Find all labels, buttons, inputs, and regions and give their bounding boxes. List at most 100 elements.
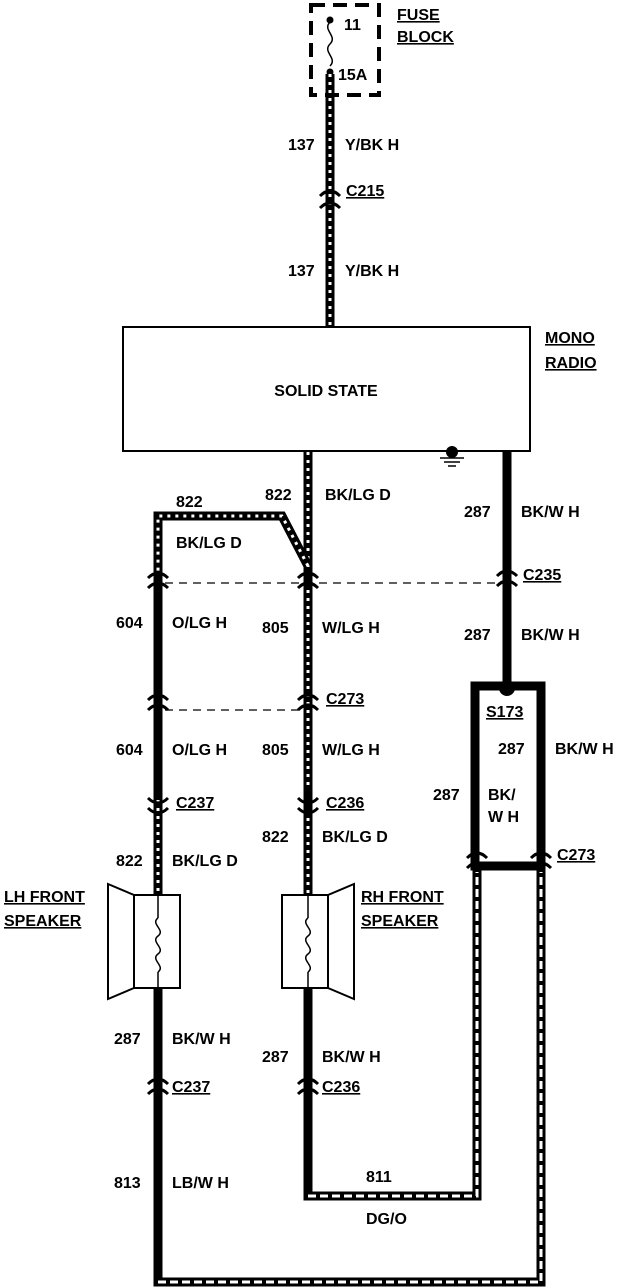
rh-speaker-label-1: RH FRONT [361, 889, 444, 906]
c235-connector-upper [495, 569, 519, 578]
rh-c273-lower [296, 703, 320, 712]
rh-speaker-label-2: SPEAKER [361, 913, 439, 930]
mono-radio: SOLID STATE MONO RADIO [122, 326, 597, 467]
rh-c235-lower [296, 581, 320, 590]
wire-287-color-mid: BK/W H [521, 627, 580, 644]
c236-bottom-upper [296, 1077, 320, 1086]
fuse-block-outline [309, 3, 381, 97]
wire-805: 805 W/LG H C273 805 W/LG H C236 822 BK/L… [262, 571, 388, 895]
wire-822-rh-color: BK/LG D [322, 829, 388, 846]
wire-287-lh-num: 287 [114, 1031, 141, 1048]
lh-speaker-label-1: LH FRONT [4, 889, 85, 906]
c237-top-lower [146, 806, 170, 815]
wire-604-num-a: 604 [116, 615, 143, 632]
c273-right-upper-b [529, 851, 553, 860]
fuse-element-icon [327, 21, 333, 67]
rh-c273-upper [296, 693, 320, 702]
lh-speaker-icon: LH FRONT SPEAKER [4, 882, 181, 1001]
c236-top-lower [296, 806, 320, 815]
c215-connector-upper [318, 189, 342, 198]
c237-bottom-upper [146, 1077, 170, 1086]
c237-top-upper [146, 796, 170, 805]
wire-604: 604 O/LG H 604 O/LG H C237 822 BK/LG D [116, 571, 238, 895]
c237-top-label: C237 [176, 795, 214, 812]
wire-137: 137 Y/BK H 137 Y/BK H C215 [288, 74, 399, 326]
wire-287-s173-color-left-2: W H [488, 809, 519, 826]
wire-287-s173-num-right: 287 [498, 741, 525, 758]
wire-287-s173-num-left: 287 [433, 787, 460, 804]
wire-287-rh-color: BK/W H [322, 1049, 381, 1066]
lh-c235-lower [146, 581, 170, 590]
fuse-number: 11 [344, 17, 361, 34]
wire-287-rh-num: 287 [262, 1049, 289, 1066]
c273-right-label: C273 [557, 847, 595, 864]
fuse-block: 11 15A FUSE BLOCK [309, 3, 454, 97]
wire-287-lh-color: BK/W H [172, 1031, 231, 1048]
c235-connector-lower [495, 579, 519, 588]
wire-805-num-b: 805 [262, 742, 289, 759]
wire-822-radio: 822 BK/LG D 822 BK/LG D [153, 452, 391, 572]
wire-137-num-top: 137 [288, 137, 315, 154]
c236-top-upper [296, 796, 320, 805]
wire-822-rh-num: 822 [262, 829, 289, 846]
wire-287-num-top: 287 [464, 504, 491, 521]
fuse-block-title-1: FUSE [397, 7, 440, 24]
rh-speaker-coil-icon [305, 917, 311, 973]
c236-top-label: C236 [326, 795, 364, 812]
wire-137-color-bottom: Y/BK H [345, 263, 399, 280]
wire-137-num-bottom: 137 [288, 263, 315, 280]
c215-label: C215 [346, 183, 384, 200]
fuse-terminal-bottom [326, 68, 334, 76]
wire-811-color: DG/O [366, 1211, 407, 1228]
wire-822-lh-color: BK/LG D [172, 853, 238, 870]
c237-bottom-lower [146, 1087, 170, 1096]
wire-822-left-color: BK/LG D [176, 535, 242, 552]
c237-bottom-label: C237 [172, 1079, 210, 1096]
wire-287-color-top: BK/W H [521, 504, 580, 521]
c235-label: C235 [523, 567, 561, 584]
c273-right-lower-a [465, 861, 489, 870]
lh-c273-lower [146, 703, 170, 712]
fuse-rating: 15A [338, 67, 368, 84]
lh-c273-upper [146, 693, 170, 702]
wire-813-color: LB/W H [172, 1175, 229, 1192]
wire-822-branch-tracer [156, 514, 310, 572]
wire-287-s173-color-left-1: BK/ [488, 787, 516, 804]
wire-137-color-top: Y/BK H [345, 137, 399, 154]
wire-813-num: 813 [114, 1175, 141, 1192]
rh-speaker-icon: RH FRONT SPEAKER [281, 882, 444, 1001]
c273-right-upper-a [465, 851, 489, 860]
wire-604-color-a: O/LG H [172, 615, 227, 632]
wire-811-tracer [308, 872, 479, 1198]
c273-mid-label: C273 [326, 691, 364, 708]
radio-title-1: MONO [545, 330, 595, 347]
fuse-block-title-2: BLOCK [397, 29, 454, 46]
radio-box [122, 326, 531, 452]
c236-bottom-lower [296, 1087, 320, 1096]
c215-connector-lower [318, 201, 342, 210]
wire-822-num: 822 [265, 487, 292, 504]
radio-label: SOLID STATE [274, 383, 378, 400]
s173-label: S173 [486, 704, 523, 721]
lh-speaker-label-2: SPEAKER [4, 913, 82, 930]
lh-c235-upper [146, 571, 170, 580]
ground-icon [440, 446, 464, 467]
wire-805-color-a: W/LG H [322, 620, 380, 637]
lower-wires: 287 BK/W H 287 BK/W H C237 C236 813 LB/W… [114, 866, 546, 1287]
s173-loop: S173 287 BK/W H 287 BK/ W H C273 [433, 680, 614, 871]
wire-822-lh-num: 822 [116, 853, 143, 870]
rh-c235-upper [296, 571, 320, 580]
wire-822-left-num: 822 [176, 494, 203, 511]
wire-811-num: 811 [366, 1169, 392, 1186]
wire-604-color-b: O/LG H [172, 742, 227, 759]
wire-287-radio: 287 BK/W H 287 BK/W H C235 [464, 452, 580, 688]
wire-805-num-a: 805 [262, 620, 289, 637]
wire-287-s173-color-right: BK/W H [555, 741, 614, 758]
s173-splice [499, 680, 515, 696]
c273-right-lower-b [529, 861, 553, 870]
wire-813-tracer [158, 872, 543, 1284]
wire-287-num-mid: 287 [464, 627, 491, 644]
wire-604-num-b: 604 [116, 742, 143, 759]
wire-822-color: BK/LG D [325, 487, 391, 504]
